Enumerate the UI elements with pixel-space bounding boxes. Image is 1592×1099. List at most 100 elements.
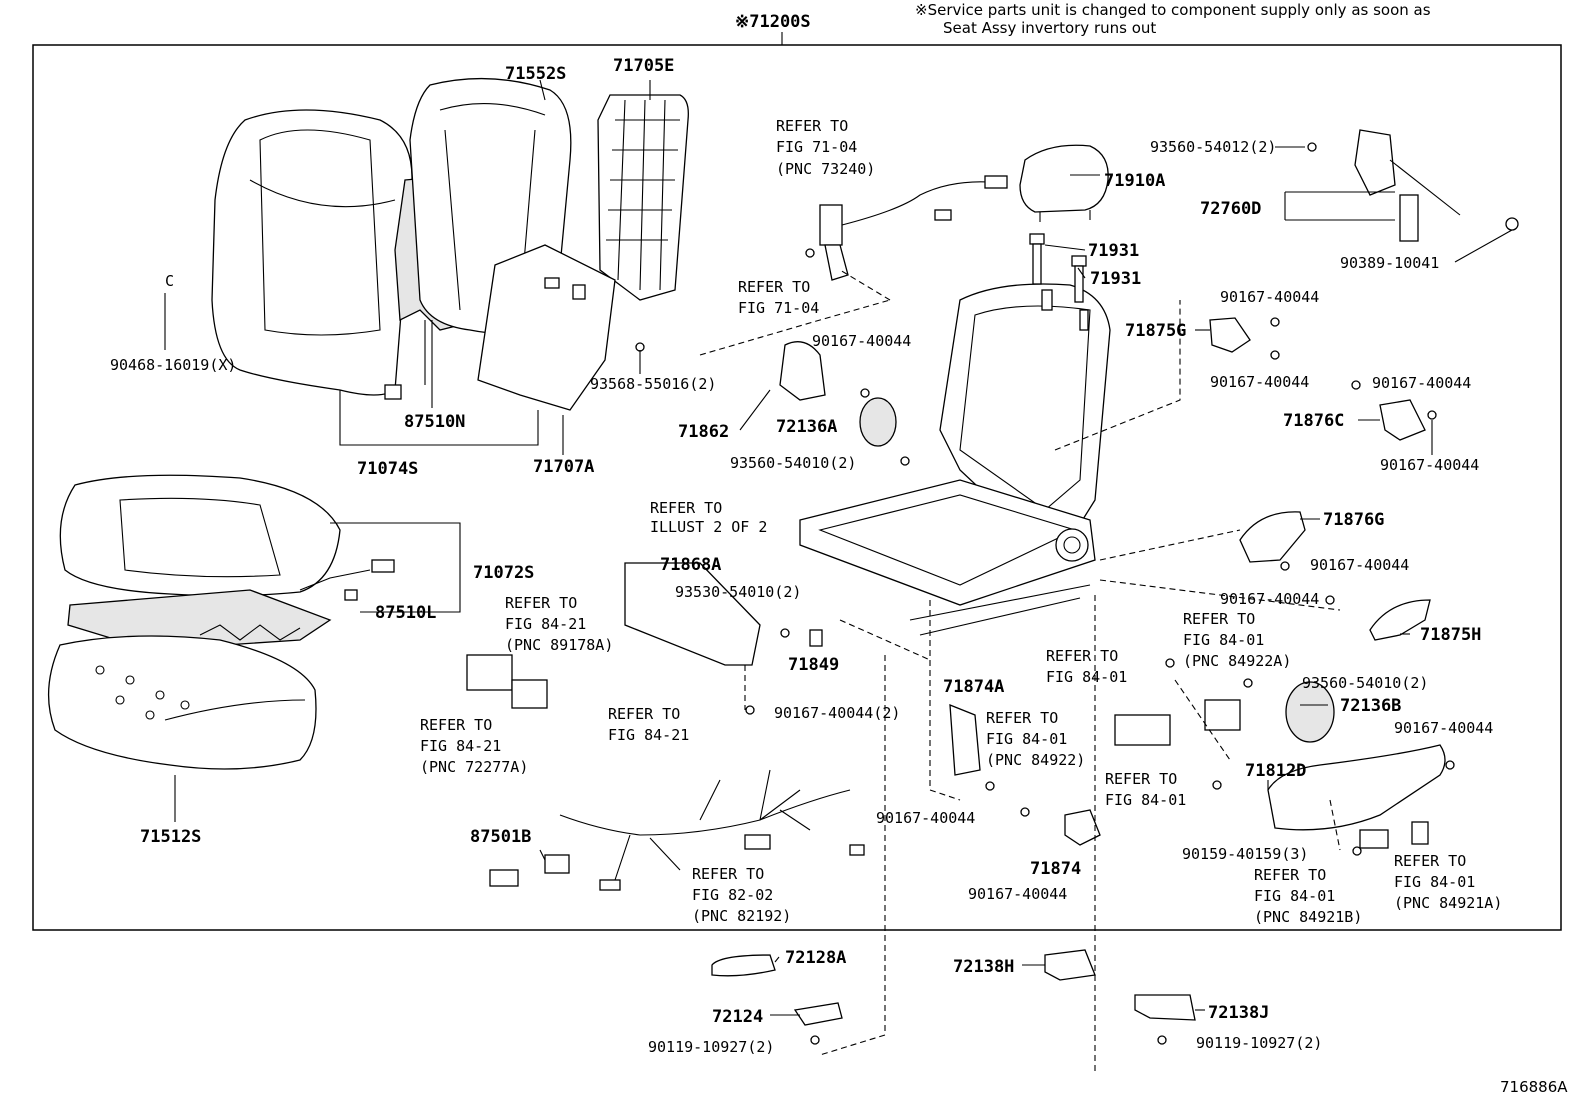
part-71875H: 71875H <box>1420 625 1481 645</box>
part-71868A: 71868A <box>660 555 721 575</box>
part-87510L: 87510L <box>375 603 436 623</box>
part-93560-54010-a: 93560-54010(2) <box>730 454 856 472</box>
refer-13-line1: REFER TO <box>1394 852 1466 870</box>
refer-5-line2: FIG 84-21 <box>420 737 501 755</box>
part-90468-16019: 90468-16019(X) <box>110 356 236 374</box>
refer-13-line3: (PNC 84921A) <box>1394 894 1502 912</box>
refer-6-line2: FIG 84-21 <box>608 726 689 744</box>
part-90389-10041: 90389-10041 <box>1340 254 1439 272</box>
clip-71849-shape <box>809 629 823 647</box>
dashed-lines <box>699 269 1341 1075</box>
part-93530-54010: 93530-54010(2) <box>675 583 801 601</box>
part-72138H: 72138H <box>953 957 1014 977</box>
part-71512S: 71512S <box>140 827 201 847</box>
part-71931-b: 71931 <box>1090 269 1141 289</box>
refer-12-line1: REFER TO <box>1254 866 1326 884</box>
refer-1-line2: FIG 71-04 <box>776 138 857 156</box>
bracket-a-shape <box>949 704 981 776</box>
part-72136A: 72136A <box>776 417 837 437</box>
part-93560-54010-b: 93560-54010(2) <box>1302 674 1428 692</box>
refer-10-line2: FIG 84-01 <box>1105 791 1186 809</box>
part-71849: 71849 <box>788 655 839 675</box>
refer-12-line2: FIG 84-01 <box>1254 887 1335 905</box>
seatback-cover-shape <box>211 109 413 396</box>
hinge-cover-upper-shape <box>1209 317 1251 353</box>
refer-10-line1: REFER TO <box>1105 770 1177 788</box>
part-72136B: 72136B <box>1340 696 1401 716</box>
part-90167-40044-a: 90167-40044 <box>812 332 911 350</box>
outer-shield-shape <box>1267 744 1446 849</box>
part-71875G: 71875G <box>1125 321 1186 341</box>
refer-11-line3: (PNC 84922A) <box>1183 652 1291 670</box>
cover-72138j-shape <box>1134 994 1196 1021</box>
part-93560-54012: 93560-54012(2) <box>1150 138 1276 156</box>
part-72138J: 72138J <box>1208 1003 1269 1023</box>
part-71552S: 71552S <box>505 64 566 84</box>
service-note-line2: Seat Assy invertory runs out <box>943 19 1156 37</box>
knob-b-shape <box>1285 681 1335 743</box>
refer-11-line2: FIG 84-01 <box>1183 631 1264 649</box>
assembly-number: ※71200S <box>735 12 811 32</box>
refer-7-line3: (PNC 82192) <box>692 907 791 925</box>
headrest-shape <box>1019 144 1109 222</box>
back-board-shape <box>477 244 616 411</box>
refer-11-line1: REFER TO <box>1183 610 1255 628</box>
part-71074S: 71074S <box>357 459 418 479</box>
part-71705E: 71705E <box>613 56 674 76</box>
part-93568-55016: 93568-55016(2) <box>590 375 716 393</box>
leader-lines <box>164 79 1513 1016</box>
headrest-guide-shape <box>1029 233 1087 303</box>
refer-6-line1: REFER TO <box>608 705 680 723</box>
outer-cover-shape <box>1239 511 1306 563</box>
part-72128A: 72128A <box>785 948 846 968</box>
refer-8-line1: REFER TO <box>1046 647 1118 665</box>
part-72124: 72124 <box>712 1007 763 1027</box>
refer-2-line1: REFER TO <box>738 278 810 296</box>
cover-72128a-shape <box>711 954 776 977</box>
part-90167-40044-k: 90167-40044 <box>968 885 1067 903</box>
cushion-pad-shape <box>47 635 317 770</box>
part-72760D: 72760D <box>1200 199 1261 219</box>
part-90167-40044-b: 90167-40044 <box>1220 288 1319 306</box>
part-71874: 71874 <box>1030 859 1081 879</box>
cover-72138h-shape <box>1044 949 1096 981</box>
wire-harness-shape <box>559 769 865 891</box>
seat-heater-cushion-shape <box>67 559 395 651</box>
refer-8-line2: FIG 84-01 <box>1046 668 1127 686</box>
recliner-cable-shape <box>1354 129 1519 242</box>
part-90167-40044-h: 90167-40044 <box>1220 590 1319 608</box>
refer-3-line1: REFER TO <box>650 499 722 517</box>
part-90167-40044-g: 90167-40044 <box>1310 556 1409 574</box>
knob-a-shape <box>859 397 897 447</box>
seat-belt-buckle-shape <box>819 175 1008 281</box>
service-note-line1: ※Service parts unit is changed to compon… <box>915 1 1431 19</box>
cover-h-shape <box>1369 599 1431 641</box>
part-90119-10927-a: 90119-10927(2) <box>648 1038 774 1056</box>
part-90167-40044-d: 90167-40044 <box>1372 374 1471 392</box>
hinge-cover-lower-shape <box>1379 399 1426 441</box>
part-71876G: 71876G <box>1323 510 1384 530</box>
part-71862: 71862 <box>678 422 729 442</box>
side-shield-shape <box>624 562 761 666</box>
refer-4-line2: FIG 84-21 <box>505 615 586 633</box>
refer-5-line1: REFER TO <box>420 716 492 734</box>
part-87501B: 87501B <box>470 827 531 847</box>
cushion-cover-shape <box>59 474 341 597</box>
cover-72124-shape <box>793 1002 843 1026</box>
part-90167-40044-i: 90167-40044 <box>1394 719 1493 737</box>
clip-symbol: C <box>165 272 174 290</box>
diagram-id: 716886A <box>1500 1078 1568 1096</box>
part-71876C: 71876C <box>1283 411 1344 431</box>
screw-markers <box>635 142 1455 1045</box>
refer-12-line3: (PNC 84921B) <box>1254 908 1362 926</box>
refer-3-line2: ILLUST 2 OF 2 <box>650 518 767 536</box>
spring-panel-shape <box>597 94 689 301</box>
part-90167-40044-f: 90167-40044(2) <box>774 704 900 722</box>
part-71931-a: 71931 <box>1088 241 1139 261</box>
part-87510N: 87510N <box>404 412 465 432</box>
seat-frame-shape <box>799 283 1111 636</box>
part-71072S: 71072S <box>473 563 534 583</box>
part-90167-40044-j: 90167-40044 <box>876 809 975 827</box>
part-71874A: 71874A <box>943 677 1004 697</box>
